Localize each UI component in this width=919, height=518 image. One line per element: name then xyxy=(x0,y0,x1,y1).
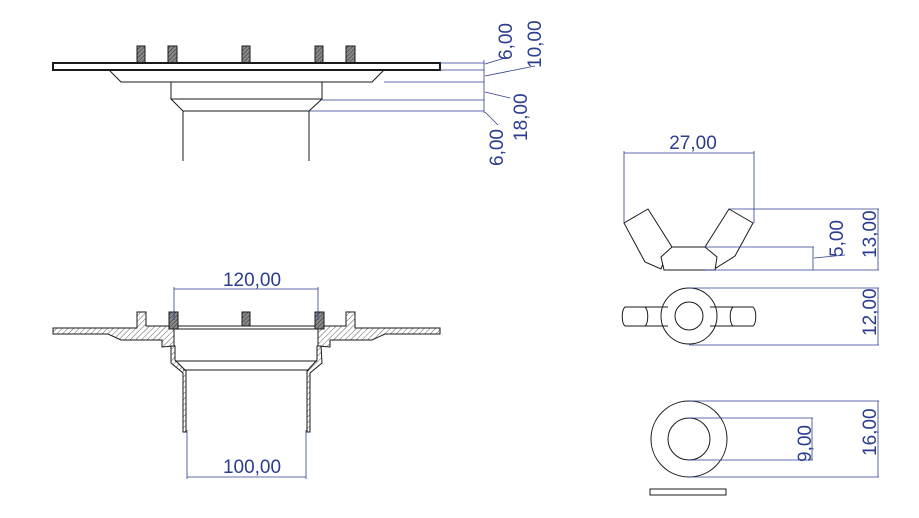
flange-plate xyxy=(52,62,441,71)
bolt xyxy=(168,311,179,330)
dim-13: 13,00 xyxy=(860,210,881,258)
washer-inner xyxy=(667,417,711,461)
dim-6-top: 6,00 xyxy=(496,23,517,60)
dim-120: 120,00 xyxy=(223,270,281,291)
nut-bore xyxy=(674,301,704,331)
wing-nut-top: 12,00 xyxy=(621,287,881,346)
dim-18: 18,00 xyxy=(511,93,532,141)
wing-top-right xyxy=(733,306,757,327)
section-dimensions: 120,00 100,00 xyxy=(173,270,319,479)
nut-outer-circle xyxy=(660,287,718,345)
tube-section-right xyxy=(306,345,323,433)
collar xyxy=(170,82,323,100)
washer: 9,00 16,00 xyxy=(649,400,881,496)
top-view: 6,00 10,00 18,00 6,00 xyxy=(52,20,546,166)
wing-top-left xyxy=(621,306,645,327)
flange-section-right xyxy=(317,311,441,348)
dim-27: 27,00 xyxy=(669,133,717,154)
washer-side-view xyxy=(649,488,727,496)
bolt xyxy=(167,45,178,64)
tube-section-left xyxy=(170,345,187,433)
bolt xyxy=(345,45,356,64)
bolt xyxy=(136,45,146,64)
dim-100: 100,00 xyxy=(223,457,281,478)
bolt xyxy=(241,45,251,64)
dim-5: 5,00 xyxy=(827,220,848,257)
bolt xyxy=(314,45,324,64)
collar-chamfer xyxy=(170,98,323,112)
flange-taper xyxy=(108,69,385,83)
dim-16: 16,00 xyxy=(860,408,881,456)
bolt xyxy=(241,311,251,327)
nut-hub xyxy=(660,246,718,271)
dim-12: 12,00 xyxy=(860,288,881,336)
wing-nut-front: 27,00 5,00 13,00 xyxy=(623,133,881,271)
flange-section-left xyxy=(52,311,175,348)
dim-9: 9,00 xyxy=(795,425,816,462)
top-view-dimensions: 6,00 10,00 18,00 6,00 xyxy=(309,20,546,166)
washer-outer xyxy=(650,400,728,478)
bolt xyxy=(314,311,325,330)
dim-6-bottom: 6,00 xyxy=(487,129,508,166)
dim-10: 10,00 xyxy=(525,20,546,68)
section-view: 120,00 100,00 xyxy=(52,270,441,479)
